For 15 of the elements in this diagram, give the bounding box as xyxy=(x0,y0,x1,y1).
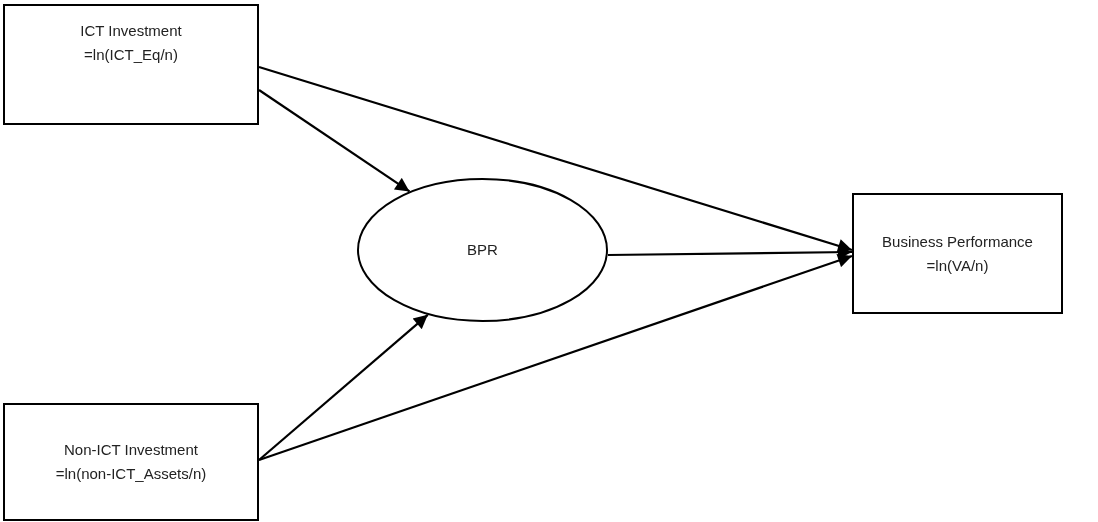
arrow xyxy=(258,65,853,253)
formula-text: =ln(non-ICT_Assets/n) xyxy=(55,464,207,484)
arrow xyxy=(258,253,853,462)
node-label: ICT Investment xyxy=(80,21,182,41)
ellipse-node xyxy=(357,178,608,322)
variable-box xyxy=(852,193,1063,314)
variable-box xyxy=(3,4,259,125)
formula-text: =ln(ICT_Eq/n) xyxy=(84,45,178,65)
arrow xyxy=(258,89,411,193)
arrow xyxy=(258,313,429,461)
variable-box xyxy=(3,403,259,521)
node-label: Non-ICT Investment xyxy=(64,440,198,460)
formula-text: =ln(VA/n) xyxy=(926,255,989,276)
node-label: BPR xyxy=(467,240,498,260)
node-label: Business Performance xyxy=(882,231,1033,252)
